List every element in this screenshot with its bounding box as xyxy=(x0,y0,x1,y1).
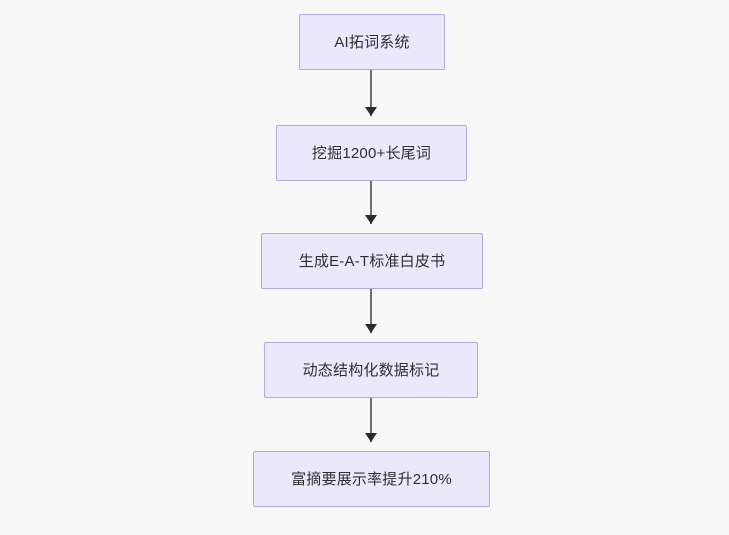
flow-edge-4-arrowhead-icon xyxy=(365,433,377,442)
flow-edge-1-arrowhead-icon xyxy=(365,107,377,116)
flow-node-ai-keyword-system[interactable]: AI拓词系统 xyxy=(299,14,445,70)
flow-edge-2 xyxy=(370,181,372,224)
flow-node-rich-snippet-impression-lift[interactable]: 富摘要展示率提升210% xyxy=(253,451,490,507)
flow-node-label: 富摘要展示率提升210% xyxy=(291,470,452,488)
flow-node-generate-eat-whitepaper[interactable]: 生成E-A-T标准白皮书 xyxy=(261,233,483,289)
flow-node-label: 生成E-A-T标准白皮书 xyxy=(298,252,446,270)
flow-node-dynamic-structured-data-markup[interactable]: 动态结构化数据标记 xyxy=(264,342,478,398)
flow-edge-4 xyxy=(370,398,372,442)
flow-node-label: 动态结构化数据标记 xyxy=(302,361,440,379)
flow-node-label: 挖掘1200+长尾词 xyxy=(311,144,432,162)
flow-edge-1 xyxy=(370,70,372,116)
flow-edge-2-arrowhead-icon xyxy=(365,215,377,224)
flow-node-label: AI拓词系统 xyxy=(334,33,410,51)
flow-edge-3 xyxy=(370,289,372,333)
flow-node-mine-longtail-keywords[interactable]: 挖掘1200+长尾词 xyxy=(276,125,467,181)
flow-edge-3-arrowhead-icon xyxy=(365,324,377,333)
